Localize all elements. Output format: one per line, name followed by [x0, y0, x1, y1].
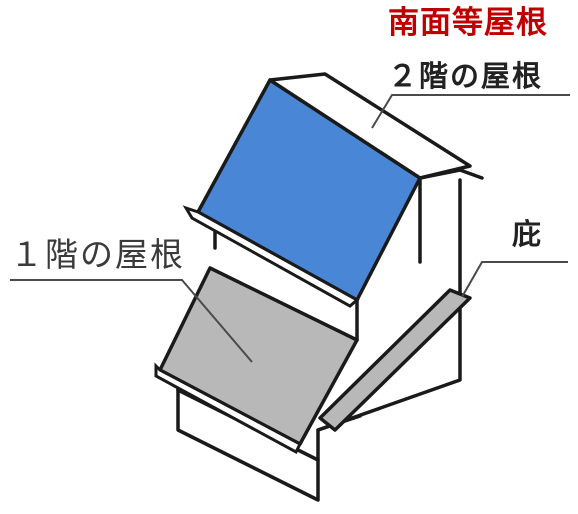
leader-eaves: [461, 261, 568, 298]
roof-2f-side: [268, 72, 472, 180]
roof-1f-gutter: [154, 362, 302, 455]
title-label: 南面等屋根: [388, 5, 548, 41]
leader-roof-1f: [10, 279, 253, 363]
eaves-label: 庇: [512, 217, 542, 251]
roof-2f-gutter: [182, 205, 360, 308]
leader-roof-2f: [371, 94, 570, 129]
roof-1f-label: １階の屋根: [10, 235, 185, 274]
roof-2f-label: ２階の屋根: [388, 59, 544, 93]
house-front-wall: [176, 176, 462, 502]
